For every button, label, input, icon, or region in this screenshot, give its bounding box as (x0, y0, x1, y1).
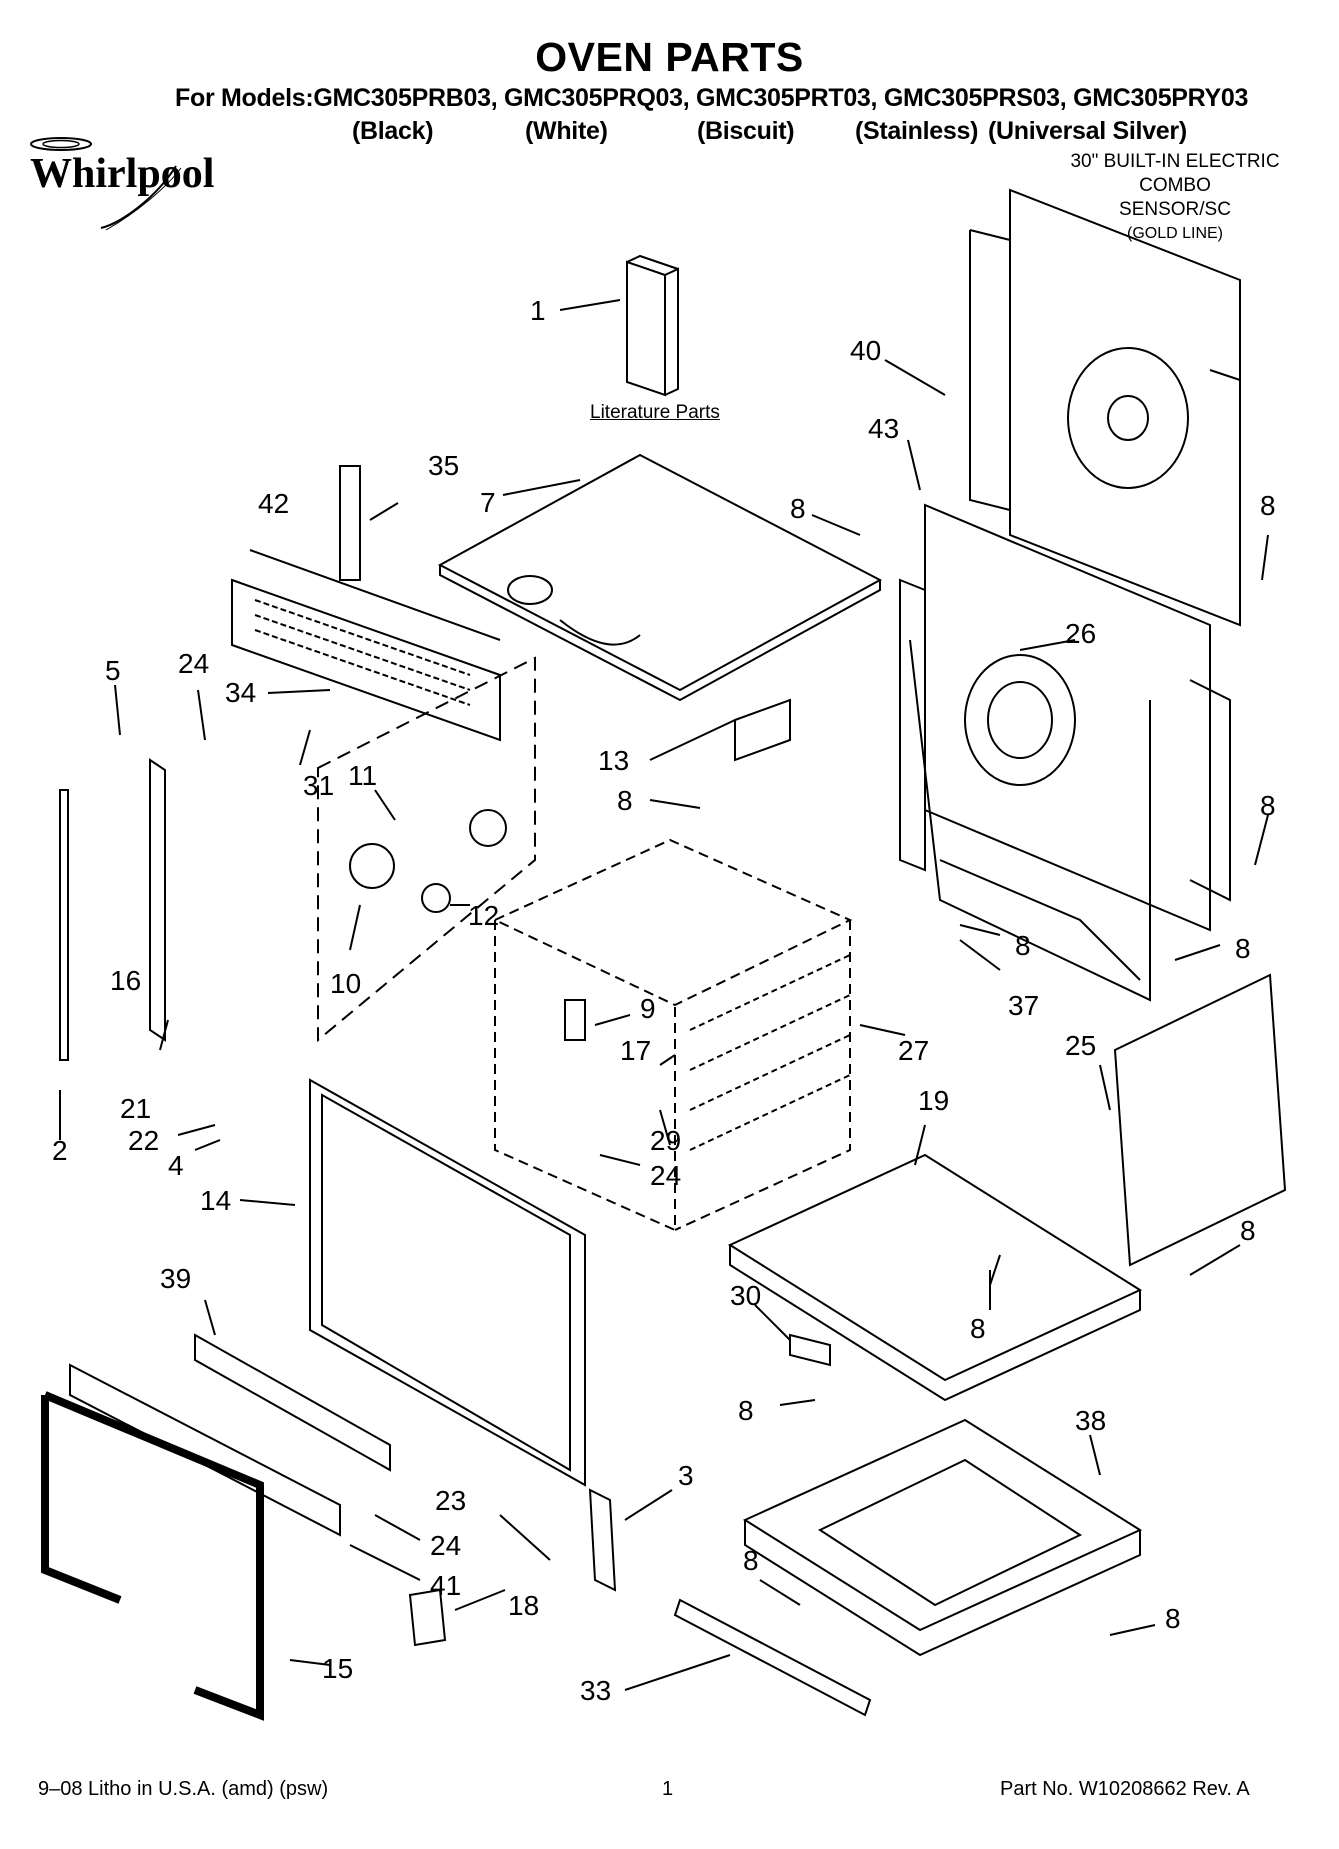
footer-part-number: Part No. W10208662 Rev. A (1000, 1778, 1250, 1800)
callout-43: 43 (868, 413, 899, 444)
callout-24: 24 (650, 1160, 681, 1191)
callout-17: 17 (620, 1035, 651, 1066)
callout-8: 8 (1260, 490, 1276, 521)
callout-24: 24 (430, 1530, 461, 1561)
callout-8: 8 (743, 1545, 759, 1576)
leader-lines (59, 299, 1269, 1691)
callout-2: 2 (52, 1135, 68, 1166)
product-line-4: (GOLD LINE) (1126, 225, 1223, 242)
part-literature-book (626, 254, 679, 397)
callout-27: 27 (898, 1035, 929, 1066)
part-12-knob (421, 883, 451, 913)
part-35-bracket (339, 465, 361, 581)
callout-numbers: 1 40 43 35 42 7 8 8 26 5 24 34 31 11 13 … (52, 295, 1276, 1706)
part-34-vent-panel (231, 549, 501, 742)
callout-24: 24 (178, 648, 209, 679)
callout-8: 8 (970, 1313, 986, 1344)
color-white: (White) (525, 117, 608, 145)
part-18-clip (408, 1588, 447, 1647)
part-38-bottom-tray (742, 1418, 1143, 1657)
tray-inner-outline (817, 1458, 1083, 1607)
part-39-bracket (194, 1333, 391, 1472)
product-line-3: SENSOR/SC (1119, 199, 1231, 220)
callout-8: 8 (1015, 930, 1031, 961)
callout-8: 8 (790, 493, 806, 524)
control-group-outline (317, 656, 536, 1043)
part-2-side-trim (59, 789, 69, 1061)
callout-3: 3 (678, 1460, 694, 1491)
callout-39: 39 (160, 1263, 191, 1294)
part-14-front-frame (309, 1078, 586, 1487)
callout-5: 5 (105, 655, 121, 686)
product-description: 30" BUILT-IN ELECTRIC COMBO SENSOR/SC (G… (1040, 150, 1310, 246)
part-10-knob (349, 843, 395, 889)
callout-12: 12 (468, 900, 499, 931)
callout-35: 35 (428, 450, 459, 481)
color-stainless: (Stainless) (855, 117, 979, 145)
callout-16: 16 (110, 965, 141, 996)
part-33-front-rail (673, 1598, 872, 1717)
callout-42: 42 (258, 488, 289, 519)
part-21-side-trim (149, 758, 166, 1042)
footer-page-number: 1 (662, 1778, 674, 1800)
callout-19: 19 (918, 1085, 949, 1116)
models-line: For Models:GMC305PRB03, GMC305PRQ03, GMC… (175, 84, 1249, 112)
callout-34: 34 (225, 677, 256, 708)
callout-11: 11 (348, 760, 377, 791)
part-25-side-panel (1113, 973, 1287, 1267)
callout-31: 31 (303, 770, 334, 801)
callout-25: 25 (1065, 1030, 1096, 1061)
callout-7: 7 (480, 487, 496, 518)
callout-18: 18 (508, 1590, 539, 1621)
part-27-oven-cavity (492, 838, 853, 1232)
part-7-top-plate (437, 453, 883, 702)
color-universal-silver: (Universal Silver) (988, 117, 1187, 145)
part-40-rear-panel (969, 188, 1241, 627)
callout-8: 8 (738, 1395, 754, 1426)
page-title: OVEN PARTS (535, 34, 804, 80)
callout-21: 21 (120, 1093, 151, 1124)
callout-10: 10 (330, 968, 361, 999)
callout-41: 41 (430, 1570, 461, 1601)
callout-14: 14 (200, 1185, 231, 1216)
literature-parts-label: Literature Parts (590, 402, 720, 423)
part-11-switch (469, 809, 507, 847)
part-19-bottom-shelf (727, 1153, 1143, 1402)
callout-8: 8 (1240, 1215, 1256, 1246)
callout-29: 29 (650, 1125, 681, 1156)
part-26-back-wall (899, 503, 1231, 1002)
color-biscuit: (Biscuit) (697, 117, 795, 145)
callout-9: 9 (640, 993, 656, 1024)
callout-30: 30 (730, 1280, 761, 1311)
color-black: (Black) (352, 117, 434, 145)
callout-8: 8 (1235, 933, 1251, 964)
callout-33: 33 (580, 1675, 611, 1706)
part-13-bracket (734, 698, 791, 762)
whirlpool-logo-icon (30, 137, 182, 231)
callout-8: 8 (617, 785, 633, 816)
callout-8: 8 (1260, 790, 1276, 821)
product-line-1: 30" BUILT-IN ELECTRIC (1070, 151, 1280, 172)
callout-37: 37 (1008, 990, 1039, 1021)
callout-8: 8 (1165, 1603, 1181, 1634)
part-15-gasket (41, 1391, 264, 1721)
part-3-hinge (588, 1488, 617, 1592)
brand-logo-text: Whirlpool (30, 151, 215, 197)
callout-23: 23 (435, 1485, 466, 1516)
callout-38: 38 (1075, 1405, 1106, 1436)
cavity-rack-lines (689, 954, 851, 1151)
callout-40: 40 (850, 335, 881, 366)
part-9-sensor (564, 999, 586, 1041)
product-line-2: COMBO (1139, 175, 1211, 196)
callout-26: 26 (1065, 618, 1096, 649)
part-41-vent-trim (69, 1363, 341, 1537)
footer-print-info: 9–08 Litho in U.S.A. (amd) (psw) (38, 1778, 329, 1800)
callout-22: 22 (128, 1125, 159, 1156)
callout-1: 1 (530, 295, 546, 326)
callout-13: 13 (598, 745, 629, 776)
callout-15: 15 (322, 1653, 353, 1684)
callout-4: 4 (168, 1150, 184, 1181)
part-30-bracket (789, 1333, 831, 1367)
